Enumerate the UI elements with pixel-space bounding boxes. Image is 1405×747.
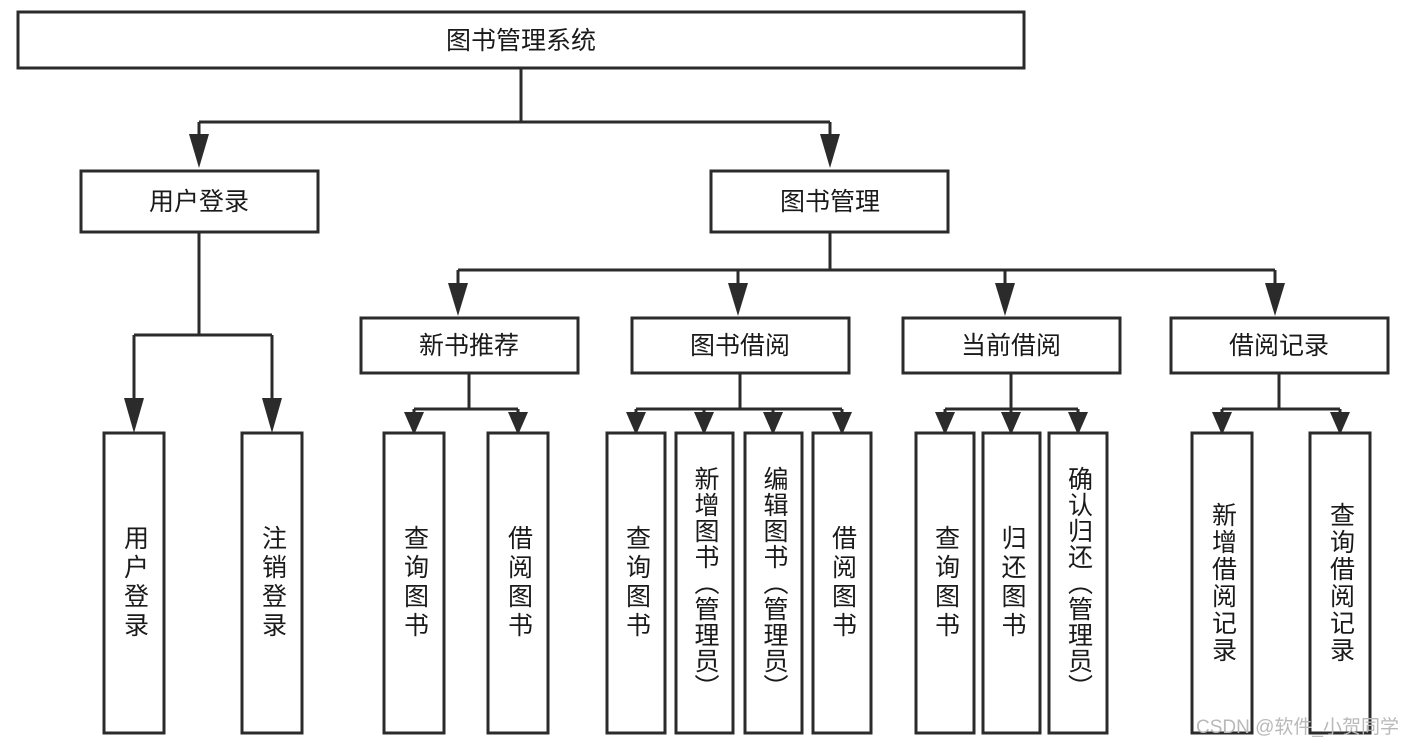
arrow-head-leaf-query-book-1 <box>404 412 424 435</box>
leaf-logout-box[interactable] <box>240 431 304 735</box>
leaf-query-book-1-box[interactable] <box>382 431 446 735</box>
connector-book-borrow-to-leaves <box>626 373 852 435</box>
node-book-borrow[interactable]: 图书借阅 <box>630 316 851 375</box>
connector-current-borrow-to-leaves <box>935 373 1088 435</box>
arrow-head-borrow-record <box>1265 283 1285 316</box>
node-user-login-label: 用户登录 <box>149 188 249 216</box>
arrow-head-user-login <box>189 134 209 168</box>
arrow-head-leaf-query-book-3 <box>935 412 955 435</box>
leaf-edit-book-box[interactable] <box>743 431 804 735</box>
node-root[interactable]: 图书管理系统 <box>16 10 1026 70</box>
node-user-login[interactable]: 用户登录 <box>79 169 320 234</box>
arrow-head-leaf-confirm-return <box>1068 412 1088 435</box>
node-new-book-recommend-label: 新书推荐 <box>419 332 519 360</box>
node-borrow-record-label: 借阅记录 <box>1229 332 1329 360</box>
leaf-query-book-3-box[interactable] <box>914 431 976 735</box>
node-borrow-record[interactable]: 借阅记录 <box>1169 316 1390 375</box>
arrow-head-leaf-logout <box>262 398 282 433</box>
arrow-head-leaf-borrow-book-2 <box>832 412 852 435</box>
connector-user-login-to-leaves <box>124 232 282 433</box>
leaf-borrow-book-2-box[interactable] <box>811 431 873 735</box>
arrow-head-leaf-edit-book <box>763 412 783 435</box>
connector-new-book-recommend-to-leaves <box>404 373 528 435</box>
connector-book-manage-to-level2 <box>448 232 1285 316</box>
leaf-add-book-box[interactable] <box>674 431 735 735</box>
leaf-boxes-current-borrow <box>914 431 1109 735</box>
leaf-user-login-box[interactable] <box>102 431 166 735</box>
leaf-boxes-borrow-record <box>1190 431 1372 735</box>
arrow-head-leaf-query-record <box>1330 412 1350 435</box>
connector-borrow-record-to-leaves <box>1212 373 1350 435</box>
node-new-book-recommend[interactable]: 新书推荐 <box>359 316 580 375</box>
node-book-borrow-label: 图书借阅 <box>690 332 790 360</box>
leaf-boxes-book-borrow <box>605 431 873 735</box>
node-book-manage-box[interactable] <box>709 169 950 234</box>
leaf-boxes-user-login <box>102 431 304 735</box>
leaf-query-record-box[interactable] <box>1308 431 1372 735</box>
leaf-boxes-new-book-recommend <box>382 431 550 735</box>
node-user-login-box[interactable] <box>79 169 320 234</box>
node-current-borrow[interactable]: 当前借阅 <box>901 316 1122 375</box>
node-current-borrow-label: 当前借阅 <box>961 332 1061 360</box>
arrow-head-leaf-borrow-book-1 <box>508 412 528 435</box>
leaf-return-book-box[interactable] <box>981 431 1042 735</box>
arrow-head-leaf-return-book <box>1001 412 1021 435</box>
node-root-box[interactable] <box>16 10 1026 70</box>
node-book-borrow-box[interactable] <box>630 316 851 375</box>
arrow-head-leaf-user-login <box>124 398 144 433</box>
node-book-manage-label: 图书管理 <box>780 188 880 216</box>
node-new-book-recommend-box[interactable] <box>359 316 580 375</box>
csdn-watermark: CSDN @软件_小贺同学 <box>1196 717 1399 738</box>
node-borrow-record-box[interactable] <box>1169 316 1390 375</box>
node-book-manage[interactable]: 图书管理 <box>709 169 950 234</box>
arrow-head-book-manage <box>820 134 840 168</box>
leaf-borrow-book-1-box[interactable] <box>486 431 550 735</box>
arrow-head-current-borrow <box>995 283 1015 316</box>
arrow-head-leaf-add-record <box>1212 412 1232 435</box>
arrow-head-leaf-add-book <box>694 412 714 435</box>
leaf-query-book-2-box[interactable] <box>605 431 667 735</box>
leaf-add-record-box[interactable] <box>1190 431 1254 735</box>
connector-root-to-level1 <box>189 68 840 168</box>
arrow-head-book-borrow <box>728 283 748 316</box>
leaf-confirm-return-box[interactable] <box>1047 431 1109 735</box>
node-current-borrow-box[interactable] <box>901 316 1122 375</box>
arrow-head-new-book-recommend <box>448 283 468 316</box>
node-root-label: 图书管理系统 <box>446 27 596 55</box>
arrow-head-leaf-query-book-2 <box>626 412 646 435</box>
